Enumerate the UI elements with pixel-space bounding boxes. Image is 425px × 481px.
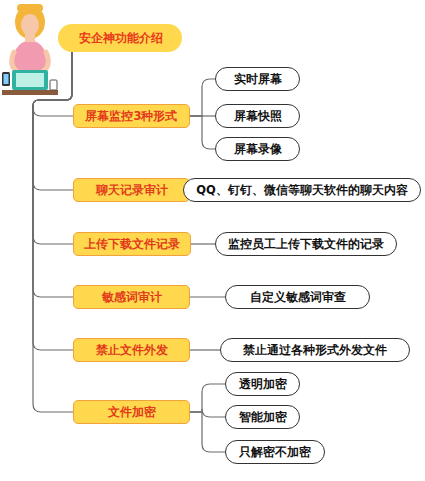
branch-connector xyxy=(33,52,73,244)
node-label: 聊天记录审计 xyxy=(96,183,168,198)
node-label: 敏感词审计 xyxy=(102,290,162,305)
leaf-box: 监控员工上传下载文件的记录 xyxy=(215,232,397,256)
root-title: 安企神功能介绍 xyxy=(58,24,182,52)
leaf-box: 屏幕录像 xyxy=(215,137,300,161)
neck xyxy=(25,34,35,42)
branch-connector xyxy=(191,243,215,244)
leaf-box: 实时屏幕 xyxy=(215,67,300,91)
branch-connector xyxy=(190,116,215,149)
branch-connector xyxy=(190,79,215,116)
node-label: 安企神功能介绍 xyxy=(79,30,163,47)
desk xyxy=(2,90,58,95)
branch-connector xyxy=(33,52,73,116)
category-box: 文件加密 xyxy=(73,400,190,424)
laptop xyxy=(12,70,48,90)
category-box: 敏感词审计 xyxy=(73,285,190,309)
face xyxy=(21,14,39,36)
branch-connector xyxy=(33,52,73,412)
node-label: 禁止通过各种形式外发文件 xyxy=(243,343,387,358)
node-label: 透明加密 xyxy=(239,377,287,392)
branch-connector xyxy=(190,296,225,297)
branch-connector xyxy=(190,384,225,412)
leaf-box: 透明加密 xyxy=(225,372,300,396)
arm xyxy=(42,52,48,72)
node-label: 自定义敏感词审查 xyxy=(250,290,346,305)
node-label: 屏幕快照 xyxy=(234,109,282,124)
category-box: 屏幕监控3种形式 xyxy=(73,104,190,128)
arm xyxy=(12,52,18,72)
leaf-box: 禁止通过各种形式外发文件 xyxy=(220,338,410,362)
category-box: 聊天记录审计 xyxy=(73,178,190,202)
node-label: 禁止文件外发 xyxy=(96,343,168,358)
leaf-box: 自定义敏感词审查 xyxy=(225,285,370,309)
node-label: 智能加密 xyxy=(239,410,287,425)
node-label: 实时屏幕 xyxy=(234,72,282,87)
shirt xyxy=(12,40,48,70)
leaf-box: 屏幕快照 xyxy=(215,104,300,128)
phone xyxy=(2,72,10,86)
node-label: 监控员工上传下载文件的记录 xyxy=(228,237,384,252)
node-label: 上传下载文件记录 xyxy=(84,237,180,252)
node-label: 文件加密 xyxy=(108,405,156,420)
branch-connector xyxy=(190,412,225,452)
branch-connector xyxy=(33,52,73,350)
fringe xyxy=(17,4,43,12)
category-box: 上传下载文件记录 xyxy=(73,232,191,256)
leaf-box: QQ、钉钉、微信等聊天软件的聊天内容 xyxy=(183,178,421,202)
node-label: QQ、钉钉、微信等聊天软件的聊天内容 xyxy=(196,183,408,198)
category-box: 禁止文件外发 xyxy=(73,338,190,362)
node-label: 屏幕监控3种形式 xyxy=(85,109,177,124)
branch-connector xyxy=(33,52,73,190)
node-label: 只解密不加密 xyxy=(239,445,311,460)
phone-screen xyxy=(4,74,9,84)
branch-connector xyxy=(190,409,225,417)
leaf-box: 只解密不加密 xyxy=(225,440,325,464)
laptop-screen xyxy=(16,73,44,87)
branch-connector xyxy=(190,349,220,350)
node-label: 屏幕录像 xyxy=(234,142,282,157)
branch-connector xyxy=(33,52,73,297)
leaf-box: 智能加密 xyxy=(225,405,300,429)
hair xyxy=(15,5,45,39)
cup xyxy=(50,80,57,90)
